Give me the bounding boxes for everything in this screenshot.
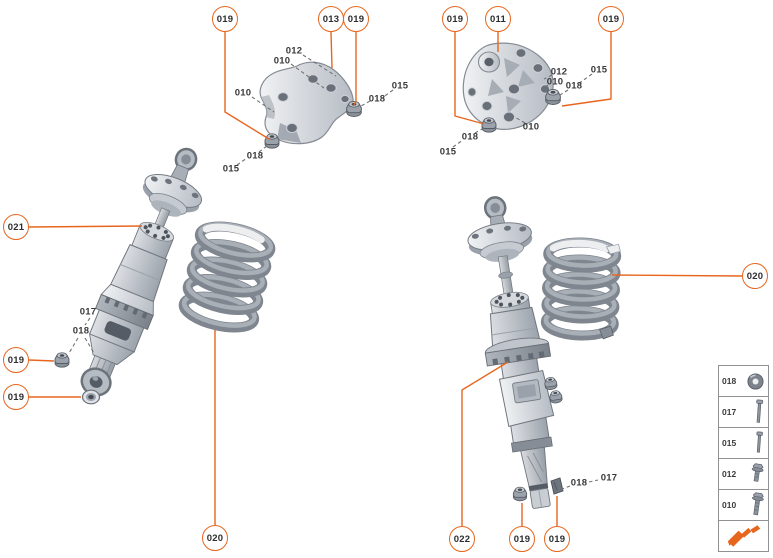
mounting-bracket-left (259, 61, 354, 145)
part-label-010: 010 (522, 121, 540, 133)
part-label-015: 015 (590, 64, 608, 76)
legend-row-012: 012 (719, 459, 768, 490)
legend-label: 015 (722, 438, 737, 448)
callout-020[interactable]: 020 (202, 525, 228, 551)
part-label-018: 018 (570, 477, 588, 489)
flange-bolt (545, 88, 561, 106)
legend-row-010: 010 (719, 490, 768, 521)
part-label-017: 017 (79, 306, 97, 318)
flange-nut (54, 352, 70, 368)
legend-label: 012 (722, 469, 737, 479)
label-leader-lines (68, 54, 599, 490)
callout-019[interactable]: 019 (598, 6, 624, 32)
flange-nut (264, 133, 280, 149)
coil-spring-right (540, 237, 622, 341)
callout-020[interactable]: 020 (742, 263, 768, 289)
legend-row-017: 017 (719, 397, 768, 428)
part-label-012: 012 (550, 66, 568, 78)
direction-arrow-icon (727, 525, 760, 547)
callout-leader-lines (28, 31, 743, 526)
fastener-legend: 018 017 015 (718, 365, 769, 552)
callout-019[interactable]: 019 (544, 526, 570, 552)
legend-row-018: 018 (719, 366, 768, 397)
washer-icon (747, 372, 764, 390)
long-screw-icon (756, 399, 764, 423)
part-label-015: 015 (439, 146, 457, 158)
flange-nut (481, 117, 497, 133)
legend-label: 017 (722, 407, 737, 417)
flange-bolt-short-icon (751, 463, 764, 482)
legend-row-015: 015 (719, 428, 768, 459)
legend-label: 018 (722, 376, 737, 386)
legend-label: 010 (722, 500, 737, 510)
part-label-018: 018 (461, 131, 479, 143)
callout-019[interactable]: 019 (3, 347, 29, 373)
part-label-015: 015 (222, 163, 240, 175)
flange-nut (512, 486, 528, 502)
long-screw-icon (756, 431, 763, 453)
part-label-010: 010 (546, 76, 564, 88)
part-label-010: 010 (273, 55, 291, 67)
shock-absorber-right (467, 196, 564, 509)
coil-spring-left (178, 221, 276, 333)
part-label-018: 018 (368, 93, 386, 105)
callout-022[interactable]: 022 (449, 526, 475, 552)
callout-019[interactable]: 019 (509, 526, 535, 552)
part-label-018: 018 (565, 80, 583, 92)
callout-019[interactable]: 019 (212, 6, 238, 32)
grommet-washer (81, 389, 101, 405)
callout-019[interactable]: 019 (442, 6, 468, 32)
mounting-bracket-right (462, 42, 554, 130)
callout-011[interactable]: 011 (485, 6, 511, 32)
callout-019[interactable]: 019 (343, 6, 369, 32)
legend-row-arrow (719, 521, 768, 551)
retaining-clip (550, 477, 564, 495)
part-label-015: 015 (391, 80, 409, 92)
part-label-018: 018 (72, 325, 90, 337)
part-label-010: 010 (234, 87, 252, 99)
shock-absorber-left (80, 147, 203, 397)
part-label-018: 018 (246, 150, 264, 162)
callout-013[interactable]: 013 (318, 6, 344, 32)
callout-019[interactable]: 019 (3, 384, 29, 410)
flange-bolt-long-icon (752, 492, 764, 516)
part-label-012: 012 (285, 45, 303, 57)
part-label-017: 017 (600, 472, 618, 484)
callout-021[interactable]: 021 (3, 214, 29, 240)
